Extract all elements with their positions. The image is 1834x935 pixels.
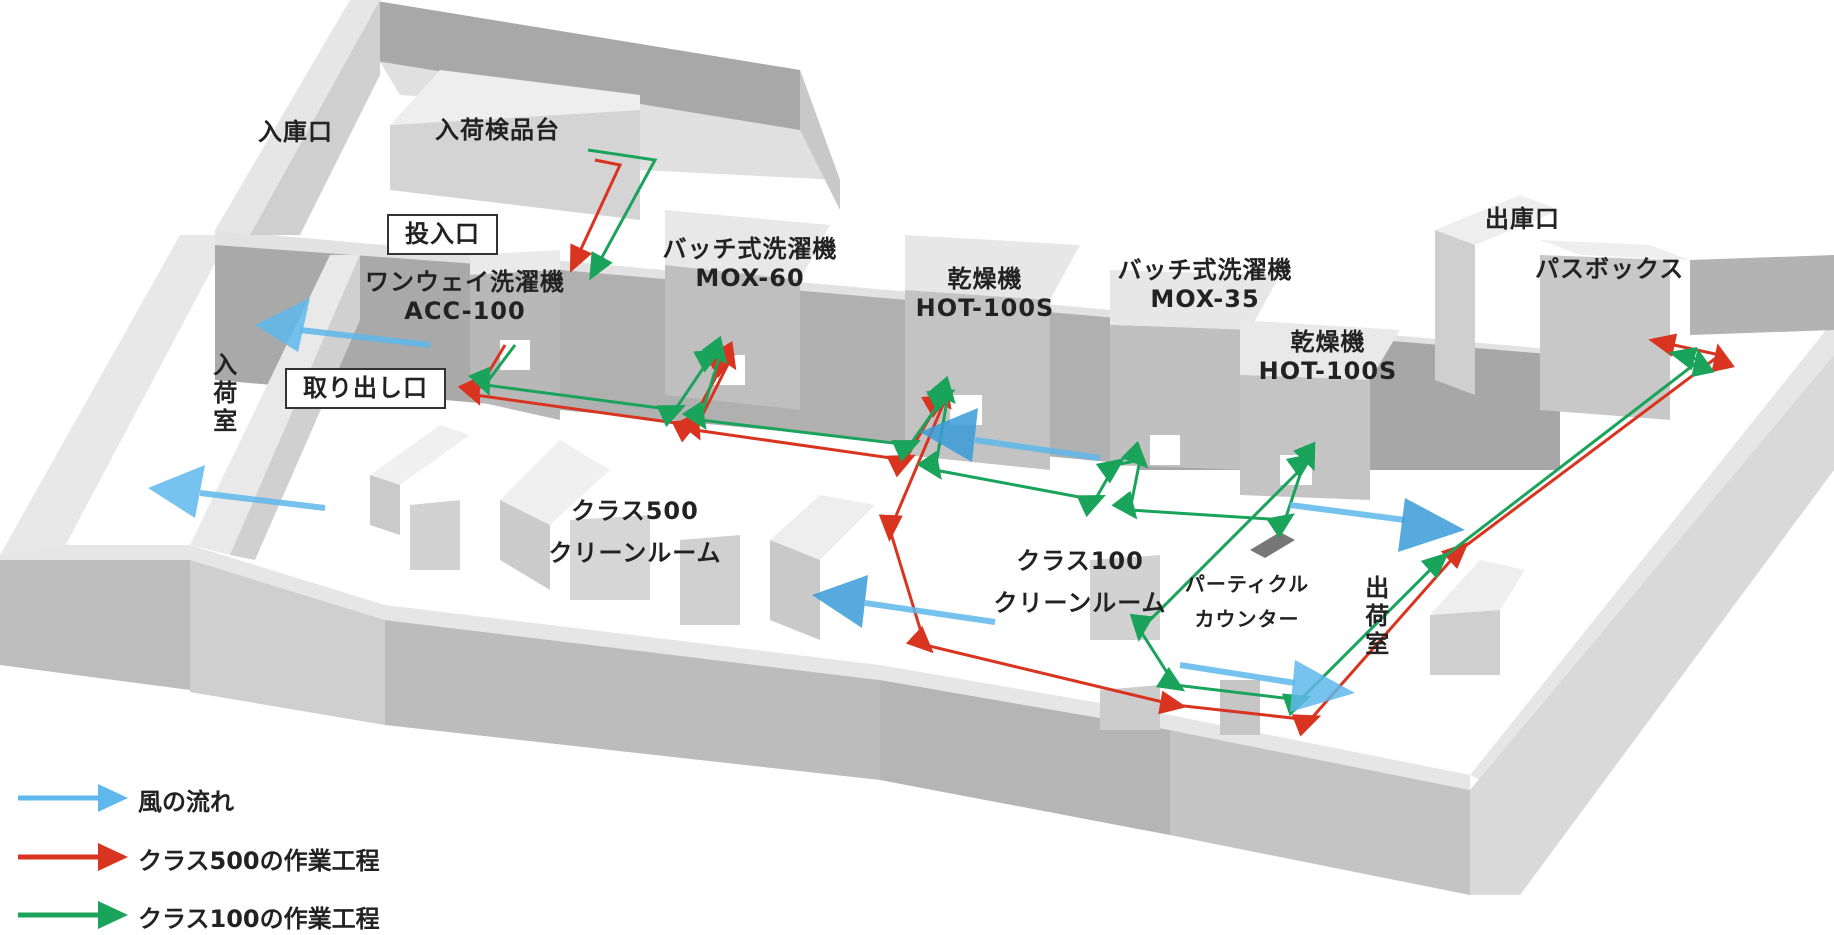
label-oneway-washer: ワンウェイ洗濯機 ACC-100 [345, 268, 585, 326]
legend-item-class500: クラス500の作業工程 [138, 841, 380, 876]
inspection-table [390, 110, 640, 220]
label-oneway-washer-name: ワンウェイ洗濯機 [365, 268, 565, 296]
air-flow [148, 298, 1465, 712]
label-class100-room: クラス100 クリーンルーム [965, 540, 1195, 624]
label-particle-counter: パーティクル カウンター [1172, 567, 1322, 637]
dryer1-top [905, 235, 1080, 300]
air-arrow-3 [920, 408, 1101, 462]
shipping-door-wall [1690, 255, 1834, 335]
label-inspection-table: 入荷検品台 [435, 116, 560, 144]
label-class100-room-class: クラス100 [1016, 547, 1144, 575]
front-wall-face-2 [190, 558, 385, 725]
passbox1-top [1435, 195, 1560, 245]
air-arrow-2 [148, 465, 326, 518]
class100-process-path [468, 148, 1715, 717]
label-class500-room-type: クリーンルーム [548, 539, 722, 567]
air-arrow-5 [812, 575, 996, 628]
legend-swatches [18, 784, 128, 929]
label-batch-washer-2-name: バッチ式洗濯機 [1117, 256, 1293, 284]
label-batch-washer-2-model: MOX-35 [1150, 284, 1260, 313]
label-batch-washer-1-model: MOX-60 [695, 263, 805, 292]
legend-text-air: 風の流れ [138, 788, 234, 816]
class100-path-main [468, 335, 1715, 717]
air-arrow-6 [1179, 660, 1355, 712]
label-batch-washer-1-name: バッチ式洗濯機 [662, 235, 838, 263]
label-particle-counter-line1: パーティクル [1184, 572, 1310, 596]
batch-washer2-top [1110, 270, 1280, 330]
outer-wall-left-top [0, 235, 230, 565]
batch-washer1-top [665, 210, 830, 280]
class500-path-inspection-to-loading [569, 158, 623, 273]
label-oneway-washer-model: ACC-100 [404, 296, 526, 325]
legend-text-class500: クラス500の作業工程 [138, 847, 380, 875]
label-unloading-port: 取り出し口 [285, 368, 446, 409]
label-dryer-1-name: 乾燥機 [947, 265, 1023, 293]
label-receiving-door: 入庫口 [258, 118, 333, 146]
legend-item-air: 風の流れ [138, 782, 234, 817]
table-h [1100, 685, 1160, 730]
oneway-washer-port [500, 340, 530, 370]
annex-wall-face-top [370, 0, 800, 130]
legend-text-class100: クラス100の作業工程 [138, 905, 380, 933]
front-wall-top [0, 545, 1470, 790]
label-dryer-2-model: HOT-100S [1258, 356, 1398, 385]
batch-washer2-port [1150, 435, 1180, 465]
label-receiving-room: 入荷室 [208, 352, 237, 436]
label-batch-washer-1: バッチ式洗濯機 MOX-60 [640, 235, 860, 293]
label-class100-room-type: クリーンルーム [993, 589, 1167, 617]
label-particle-counter-line2: カウンター [1194, 607, 1300, 631]
front-wall-face-1 [0, 555, 190, 690]
table-a-face [370, 475, 400, 535]
label-pass-box: パスボックス [1535, 255, 1685, 283]
annex-left-wall-face [250, 0, 380, 235]
legend-item-class100: クラス100の作業工程 [138, 899, 380, 934]
annex-left-wall-top [215, 0, 380, 235]
air-arrow-4 [1289, 498, 1465, 552]
table-a-top [370, 425, 470, 485]
legend-swatch-class100 [18, 901, 128, 929]
label-dryer-1-model: HOT-100S [915, 293, 1055, 322]
label-class500-room-class: クラス500 [571, 497, 699, 525]
class100-path-inspection-to-loading [587, 148, 658, 281]
label-dryer-2-name: 乾燥機 [1290, 328, 1366, 356]
label-shipping-room: 出荷室 [1360, 575, 1389, 659]
passbox2-top [1540, 240, 1690, 260]
inspection-table-top [390, 70, 640, 125]
annex-wall-face-right [800, 70, 840, 210]
label-loading-port: 投入口 [387, 214, 498, 255]
table-i [1220, 680, 1260, 735]
table-b [410, 500, 460, 570]
table-j [1430, 610, 1500, 675]
passbox1-face [1435, 230, 1475, 395]
label-class500-room: クラス500 クリーンルーム [530, 490, 740, 574]
label-dryer-2: 乾燥機 HOT-100S [1248, 328, 1408, 386]
air-arrow-1 [255, 298, 431, 352]
oneway-washer-top [470, 250, 560, 275]
front-wall-face-5 [1170, 730, 1470, 895]
legend-swatch-class500 [18, 843, 128, 871]
label-shipping-door: 出庫口 [1485, 205, 1560, 233]
label-batch-washer-2: バッチ式洗濯機 MOX-35 [1095, 256, 1315, 314]
label-dryer-1: 乾燥機 HOT-100S [905, 265, 1065, 323]
legend-swatch-air [18, 784, 128, 812]
